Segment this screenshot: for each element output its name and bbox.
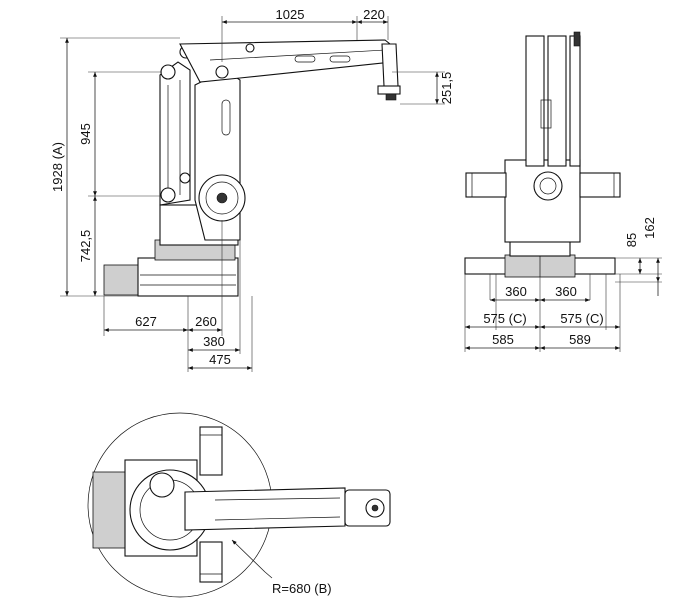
dim-380: 380	[203, 334, 225, 349]
dim-585: 585	[492, 332, 514, 347]
side-view-dimensions: 1025 220 251,5 1928 (A) 945 742,5 627 26…	[50, 7, 454, 372]
top-view: R=680 (B)	[87, 412, 391, 598]
dim-1025: 1025	[276, 7, 305, 22]
side-flange	[377, 85, 401, 95]
top-counterweight	[92, 471, 126, 549]
front-arm-left	[525, 35, 545, 167]
dim-1928-a: 1928 (A)	[50, 142, 65, 192]
dim-589: 589	[569, 332, 591, 347]
side-base	[137, 257, 239, 297]
front-view	[464, 31, 621, 278]
side-counterweight	[103, 264, 139, 296]
dim-742-5: 742,5	[78, 230, 93, 263]
dim-220: 220	[363, 7, 385, 22]
radius-label: R=680 (B)	[272, 581, 332, 596]
front-motor-right	[579, 172, 621, 198]
front-arm-center	[547, 35, 567, 167]
dim-945: 945	[78, 123, 93, 145]
side-upper-arm	[179, 39, 396, 83]
dim-85: 85	[624, 233, 639, 247]
side-view	[103, 39, 401, 297]
side-joint-top	[160, 64, 176, 80]
dim-162: 162	[642, 217, 657, 239]
top-arm	[184, 487, 346, 531]
dim-575-c-left: 575 (C)	[483, 311, 526, 326]
top-motor-lower	[199, 541, 223, 583]
dim-575-c-right: 575 (C)	[560, 311, 603, 326]
front-body	[504, 159, 581, 243]
side-lower-arm	[159, 61, 191, 206]
side-wrist	[381, 43, 399, 87]
top-motor-upper	[199, 426, 223, 476]
dim-260: 260	[195, 314, 217, 329]
dim-475: 475	[209, 352, 231, 367]
dim-627: 627	[135, 314, 157, 329]
front-motor-left	[465, 172, 507, 198]
dim-360-left: 360	[505, 284, 527, 299]
front-view-dimensions: 85 162 360 360 575 (C) 575 (C) 585 589	[464, 217, 662, 352]
dim-251-5: 251,5	[439, 72, 454, 105]
dim-360-right: 360	[555, 284, 577, 299]
front-arm-right	[569, 35, 581, 167]
